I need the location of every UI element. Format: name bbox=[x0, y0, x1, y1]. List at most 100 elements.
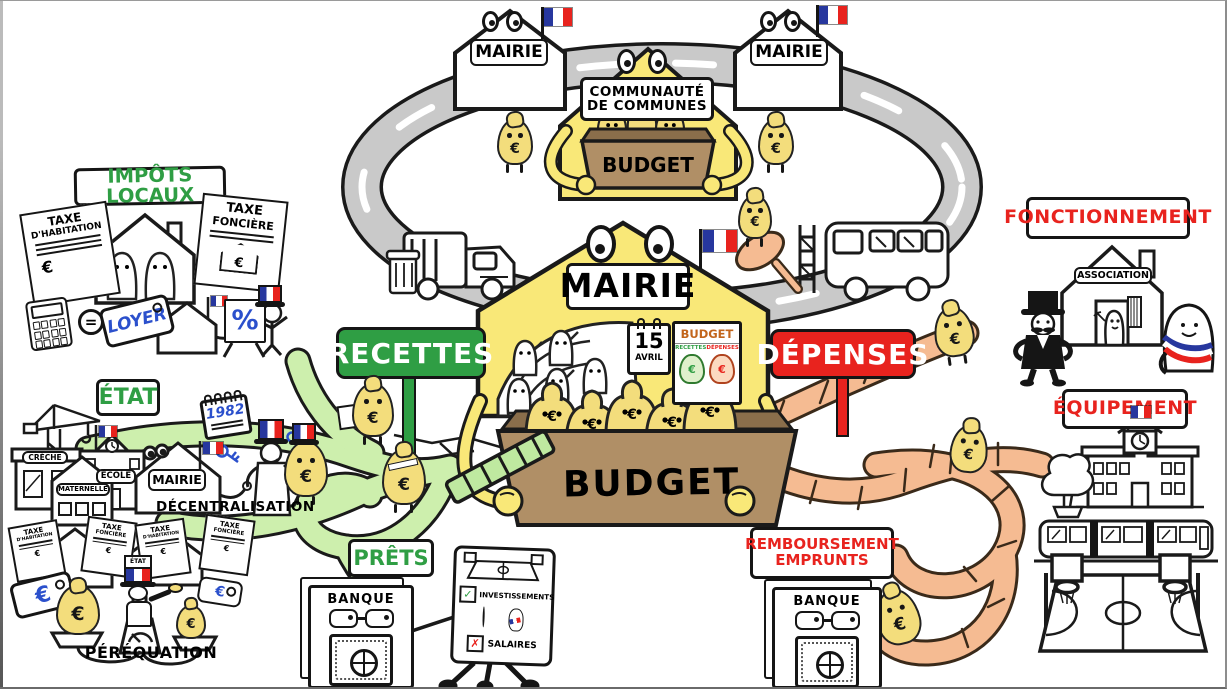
house-eye bbox=[617, 49, 636, 74]
tricolor-top-hat bbox=[289, 423, 319, 445]
poster-recettes: RECETTES bbox=[675, 345, 707, 351]
calendar-15-avril: 15 AVRIL bbox=[627, 318, 671, 375]
flipchart-legs bbox=[438, 661, 540, 687]
salaires-label: SALAIRES bbox=[487, 638, 537, 651]
remboursement-line1: REMBOURSEMENT bbox=[745, 535, 899, 554]
fonctionnement-text: FONCTIONNEMENT bbox=[1004, 206, 1212, 229]
mairie-left-label: MAIRIE bbox=[470, 39, 548, 66]
calendar-month: AVRIL bbox=[635, 353, 663, 364]
percent-easel-legs bbox=[222, 342, 266, 358]
euro-symbol: € bbox=[627, 407, 637, 423]
equipement-text: ÉQUIPEMENT bbox=[1052, 397, 1198, 420]
bus bbox=[824, 221, 950, 302]
etat-hat-label: ÉTAT bbox=[124, 555, 152, 567]
green-ladder bbox=[444, 430, 556, 504]
prets-text: PRÊTS bbox=[353, 545, 429, 570]
association-label: ASSOCIATION bbox=[1074, 267, 1152, 284]
house-eye bbox=[648, 49, 667, 74]
communaute-sign: COMMUNAUTÉ DE COMMUNES bbox=[580, 77, 714, 121]
calculator bbox=[24, 296, 74, 352]
taxe-fonciere-paper-small: TAXE FONCIÈRE € bbox=[198, 513, 256, 577]
euro-symbol: € bbox=[750, 215, 760, 230]
etat-title: ÉTAT bbox=[96, 379, 160, 416]
money-bag: € bbox=[738, 185, 772, 247]
check-icon: ✓ bbox=[463, 587, 473, 601]
safe-glasses-eyes bbox=[775, 611, 879, 630]
safe-door bbox=[329, 634, 393, 686]
banque-label: BANQUE bbox=[793, 594, 861, 609]
perequation-man-head bbox=[128, 585, 148, 601]
roadside-ladder bbox=[798, 225, 816, 293]
mairie-etat-label: MAIRIE bbox=[148, 469, 206, 491]
prets-title: PRÊTS bbox=[348, 539, 434, 577]
safe-dial bbox=[350, 649, 378, 677]
house-eye bbox=[506, 11, 523, 32]
flag-pole bbox=[816, 5, 819, 37]
checkbox-checked: ✓ bbox=[459, 585, 477, 604]
house-eye bbox=[784, 11, 801, 32]
budget-poster: BUDGET RECETTES DÉPENSES € € bbox=[672, 321, 742, 405]
poster-red-bag: € bbox=[709, 354, 735, 384]
house-euro-icon: € bbox=[219, 241, 260, 275]
communaute-line2: DE COMMUNES bbox=[586, 98, 708, 114]
impots-etat-man bbox=[257, 302, 288, 357]
suit-man bbox=[1013, 291, 1073, 387]
etat-text: ÉTAT bbox=[98, 384, 158, 410]
poster-depenses: DÉPENSES bbox=[706, 345, 739, 351]
depenses-sign-post bbox=[836, 377, 849, 437]
house-eye bbox=[760, 11, 777, 32]
euro-symbol: € bbox=[233, 255, 245, 272]
mairie-centrale-label: MAIRIE bbox=[560, 263, 695, 310]
euro-symbol: € bbox=[547, 409, 557, 425]
calculator-screen bbox=[30, 301, 64, 320]
banque-safe-prets: BANQUE bbox=[308, 585, 414, 687]
mairie-right-label: MAIRIE bbox=[750, 39, 828, 66]
impots-house bbox=[94, 212, 196, 305]
flipchart-court-sketch bbox=[463, 551, 544, 582]
equipement-title: ÉQUIPEMENT bbox=[1053, 389, 1197, 429]
safe-glasses-eyes bbox=[311, 609, 411, 628]
depenses-sign: DÉPENSES bbox=[757, 329, 928, 379]
poster-title: BUDGET bbox=[680, 327, 734, 341]
budget-basket-label: BUDGET bbox=[562, 461, 741, 506]
calendar-day: 15 bbox=[634, 329, 664, 353]
maire-sash-figure bbox=[1158, 303, 1215, 375]
french-flag bbox=[702, 229, 738, 253]
ecole-label: ÉCOLE bbox=[96, 469, 136, 484]
calendar-1982: 1982 bbox=[199, 389, 253, 441]
checkbox-crossed: ✗ bbox=[466, 634, 484, 653]
equipement-tree bbox=[1041, 453, 1095, 519]
association-house bbox=[1060, 244, 1164, 347]
money-bag-small-pan: € bbox=[176, 596, 206, 639]
mairie-eye bbox=[644, 225, 674, 263]
flag-pole bbox=[699, 229, 702, 269]
communaute-line1: COMMUNAUTÉ bbox=[589, 83, 705, 100]
money-bag-sliding: € bbox=[947, 416, 991, 475]
mini-mayor-icon bbox=[507, 608, 524, 632]
budget-basket-top-label: BUDGET bbox=[602, 153, 694, 177]
decentralisation-label: DÉCENTRALISATION bbox=[156, 499, 315, 515]
fonctionnement-title: FONCTIONNEMENT bbox=[1004, 197, 1211, 239]
euro-symbol: € bbox=[667, 415, 677, 431]
euro-symbol: € bbox=[186, 617, 196, 632]
banque-label: BANQUE bbox=[327, 592, 395, 607]
euro-symbol: € bbox=[213, 583, 227, 601]
cross-icon: ✗ bbox=[470, 636, 480, 651]
french-flag bbox=[1130, 405, 1152, 419]
euro-symbol: € bbox=[32, 581, 54, 609]
tag-hole bbox=[225, 586, 237, 598]
mairie-eye bbox=[586, 225, 616, 263]
etat-top-hat-labeled: ÉTAT bbox=[120, 555, 156, 587]
banque-safe-remboursement: BANQUE bbox=[772, 587, 882, 687]
calendar-rings bbox=[630, 318, 668, 329]
flipchart: ✓ INVESTISSEMENTS ✗ SALAIRES bbox=[449, 545, 557, 667]
calculator-keys bbox=[32, 317, 69, 350]
french-flag bbox=[202, 441, 224, 455]
euro-symbol: € bbox=[398, 475, 410, 495]
tram bbox=[1034, 519, 1218, 563]
trash-bin bbox=[385, 249, 421, 295]
flag-pole bbox=[541, 7, 544, 39]
french-flag bbox=[98, 425, 118, 438]
euro-symbol: € bbox=[367, 408, 379, 427]
